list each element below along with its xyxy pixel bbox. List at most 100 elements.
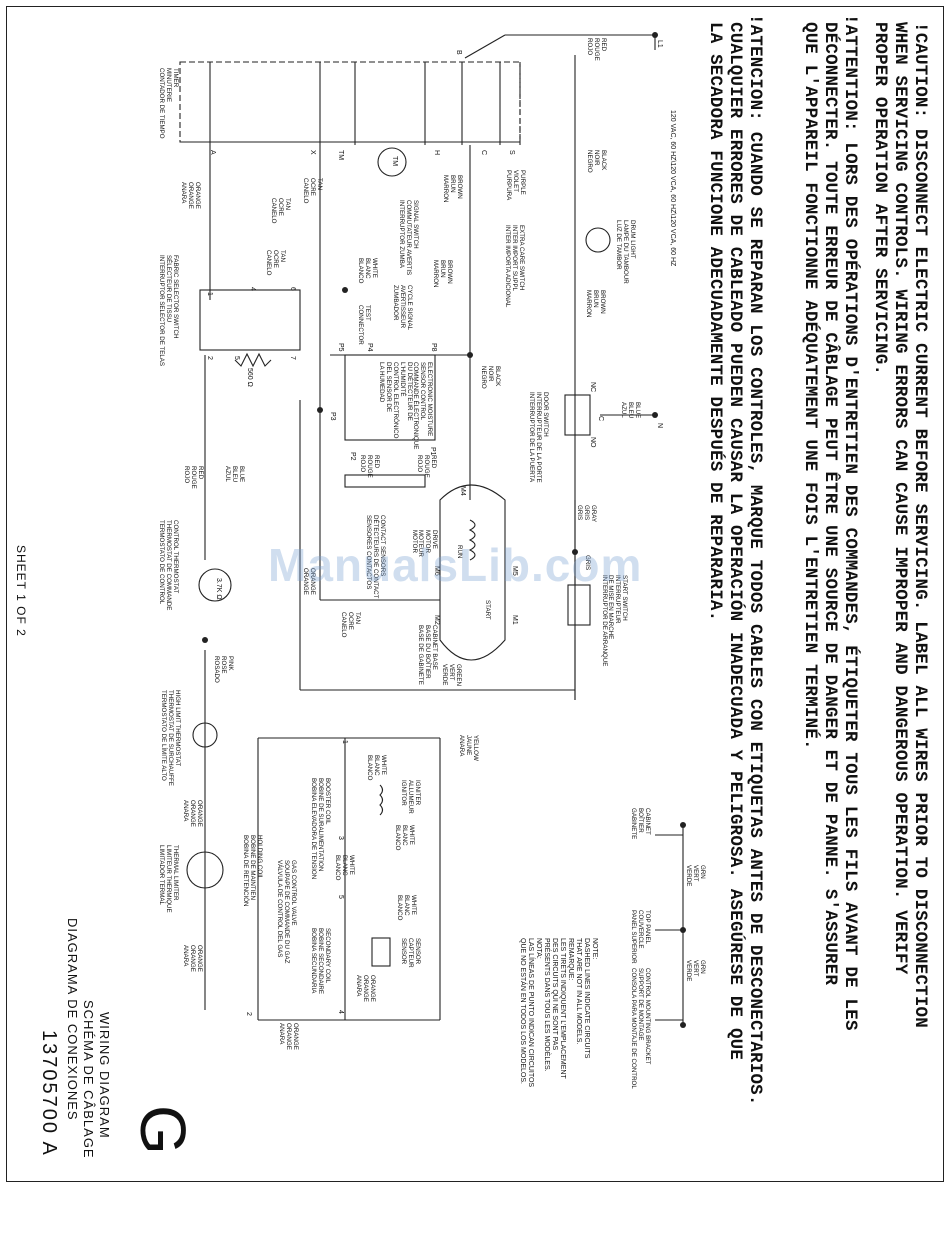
start-winding-label: START xyxy=(484,600,491,620)
terminal-burner-1: 1 xyxy=(341,740,348,744)
terminal-m4: M4 xyxy=(459,486,466,496)
terminal-7: 7 xyxy=(289,356,296,360)
attention-line-3: QUE L'APPAREIL FONCTIONNE ADÉQUATEMENT U… xyxy=(800,22,820,750)
resistor-value: 560 Ω xyxy=(246,368,253,387)
terminal-4: 4 xyxy=(249,287,256,291)
title-french: SCHÉMA DE CÂBLAGE xyxy=(81,1000,96,1159)
part-number: 13705700 A xyxy=(38,1030,60,1157)
terminal-m1: M1 xyxy=(511,615,518,625)
watermark: ManualsLib.com xyxy=(268,539,643,591)
terminal-s: S xyxy=(508,150,515,155)
caution-line-1: !CAUTION: DISCONNECT ELECTRIC CURRENT BE… xyxy=(910,22,930,1028)
supply-voltage: 120 VAC, 60 HZ\120 VCA, 60 HZ\120 VCA, 6… xyxy=(669,110,676,267)
terminal-m2: M2 xyxy=(433,615,440,625)
terminal-c: C xyxy=(480,150,487,156)
timer-motor-label: TM xyxy=(391,156,398,167)
terminal-burner-2: 2 xyxy=(245,1012,252,1016)
terminal-nc: NC xyxy=(589,382,596,393)
terminal-2: 2 xyxy=(206,356,213,360)
terminal-h: H xyxy=(433,150,440,156)
atencion-line-2: CUALQUIER ERRORES DE CABLEADO PUEDEN CAU… xyxy=(725,22,745,1061)
terminal-p5: P5 xyxy=(337,343,344,352)
attention-line-1: !ATTENTION: LORS DES OPÉRATIONS D'ENTRET… xyxy=(840,14,860,1031)
caution-line-3: PROPER OPERATION AFTER SERVICING. xyxy=(870,22,890,376)
title-english: WIRING DIAGRAM xyxy=(97,1012,112,1139)
title-spanish: DIAGRAMA DE CONEXIONES xyxy=(65,918,80,1121)
terminal-n: N xyxy=(656,423,663,429)
revision-letter: G xyxy=(127,1105,199,1155)
sheet-border xyxy=(6,6,944,1182)
thermostat-resistor-value: 3.7K Ω xyxy=(215,578,222,600)
sheet-number: SHEET 1 OF 2 xyxy=(14,545,28,637)
terminal-x: X xyxy=(309,150,316,155)
terminal-a: A xyxy=(209,150,216,155)
terminal-l1: L1 xyxy=(656,40,663,48)
terminal-tm: TM xyxy=(337,150,344,161)
terminal-burner-4: 4 xyxy=(337,1010,344,1014)
terminal-burner-3: 3 xyxy=(337,836,344,840)
caution-line-2: WHEN SERVICING CONTROLS. WIRING ERRORS C… xyxy=(890,22,910,975)
terminal-c-door: C xyxy=(597,416,604,422)
terminal-5: 5 xyxy=(233,356,240,360)
terminal-burner-5: 5 xyxy=(337,895,344,899)
terminal-p3: P3 xyxy=(329,412,336,421)
dashed-lines-note: NOTE: DASHED LINES INDICATE CIRCUITS THA… xyxy=(519,938,598,1088)
atencion-line-1: !ATENCION: CUANDO SE REPARAN LOS CONTROL… xyxy=(745,14,765,1106)
atencion-line-3: LA SECADORA FUNCIONE ADECUADAMENTE DESPU… xyxy=(705,22,725,622)
terminal-1: 1 xyxy=(206,292,213,296)
